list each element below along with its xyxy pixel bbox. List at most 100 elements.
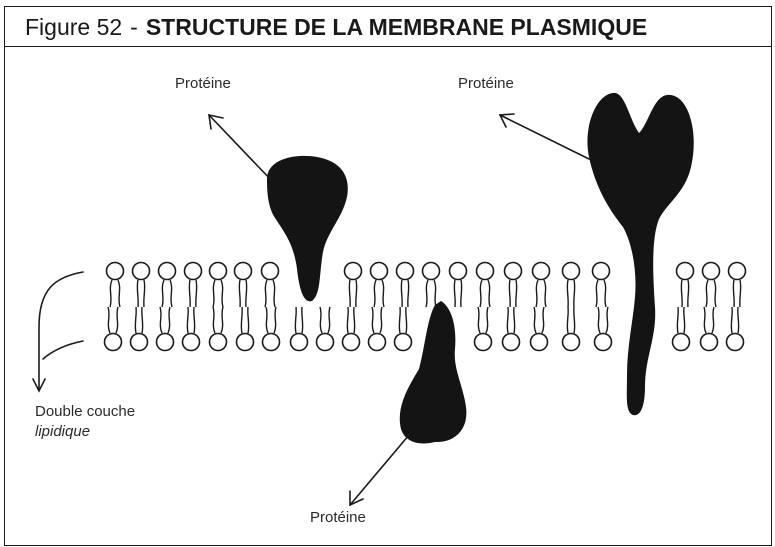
lipid-tail-outer bbox=[239, 280, 240, 307]
lipid-head-inner bbox=[595, 334, 612, 351]
lipid-head-inner bbox=[263, 334, 280, 351]
lipid-tail-outer bbox=[434, 280, 436, 307]
lipid-tail-inner bbox=[347, 307, 348, 333]
lipid-tail-outer bbox=[189, 280, 190, 307]
lipid-head-inner bbox=[157, 334, 174, 351]
lipid-head-outer bbox=[371, 263, 388, 280]
protein-top-left bbox=[267, 156, 348, 302]
membrane-diagram bbox=[5, 47, 771, 545]
lipid-head-inner bbox=[727, 334, 744, 351]
lipid-tail-outer bbox=[454, 280, 455, 307]
lipid-tail-inner bbox=[606, 307, 608, 333]
lipid-head-inner bbox=[673, 334, 690, 351]
lipid-tail-inner bbox=[598, 307, 600, 333]
lipid-tail-inner bbox=[108, 307, 110, 333]
lipid-tail-inner bbox=[168, 307, 170, 333]
lipid-tail-inner bbox=[135, 307, 136, 333]
lipid-head-inner bbox=[531, 334, 548, 351]
lipid-tail-outer bbox=[596, 280, 598, 307]
lipid-tail-outer bbox=[706, 280, 708, 307]
lipid-tail-inner bbox=[542, 307, 544, 333]
lipid-tail-outer bbox=[461, 280, 462, 307]
bracket-line bbox=[39, 272, 83, 389]
lipid-tail-inner bbox=[248, 307, 249, 333]
lipid-tail-outer bbox=[382, 280, 384, 307]
lipid-tail-outer bbox=[740, 280, 741, 307]
lipid-tail-outer bbox=[273, 280, 275, 307]
lipid-head-inner bbox=[563, 334, 580, 351]
lipid-tail-outer bbox=[110, 280, 112, 307]
lipid-tail-outer bbox=[480, 280, 482, 307]
lipid-tail-outer bbox=[574, 280, 575, 307]
lipid-head-outer bbox=[133, 263, 150, 280]
figure-title: STRUCTURE DE LA MEMBRANE PLASMIQUE bbox=[146, 14, 647, 40]
figure-title-bar: Figure 52-STRUCTURE DE LA MEMBRANE PLASM… bbox=[5, 7, 771, 47]
lipid-tail-inner bbox=[266, 307, 268, 333]
lipid-head-outer bbox=[703, 263, 720, 280]
lipid-tail-inner bbox=[712, 307, 714, 333]
lipid-tail-inner bbox=[328, 307, 330, 333]
lipid-tail-inner bbox=[213, 307, 215, 333]
lipid-tail-inner bbox=[478, 307, 480, 333]
lipid-tail-outer bbox=[681, 280, 682, 307]
protein-bottom bbox=[400, 301, 467, 443]
lipid-tail-outer bbox=[118, 280, 120, 307]
figure-number: Figure 52 bbox=[25, 14, 122, 40]
lipid-head-inner bbox=[210, 334, 227, 351]
lipid-tail-inner bbox=[534, 307, 536, 333]
label-protein-bottom: Protéine bbox=[310, 509, 366, 526]
lipid-head-outer bbox=[423, 263, 440, 280]
lipid-tail-inner bbox=[486, 307, 488, 333]
lipid-tail-outer bbox=[604, 280, 606, 307]
lipid-tail-outer bbox=[408, 280, 409, 307]
lipid-tail-outer bbox=[516, 280, 517, 307]
lipid-tail-outer bbox=[374, 280, 376, 307]
protein-transmembrane bbox=[587, 93, 693, 415]
lipid-tail-outer bbox=[733, 280, 734, 307]
lipid-head-inner bbox=[701, 334, 718, 351]
lipid-tail-outer bbox=[509, 280, 510, 307]
lipid-tail-outer bbox=[170, 280, 172, 307]
lipid-tail-inner bbox=[731, 307, 732, 333]
lipid-tail-inner bbox=[574, 307, 575, 333]
lipid-tail-inner bbox=[399, 307, 400, 333]
label-protein-left: Protéine bbox=[175, 75, 231, 92]
arrow-protein-left bbox=[209, 115, 273, 182]
lipid-tail-inner bbox=[116, 307, 118, 333]
lipid-head-outer bbox=[505, 263, 522, 280]
title-separator: - bbox=[130, 14, 138, 40]
lipid-tail-outer bbox=[349, 280, 350, 307]
lipid-head-outer bbox=[185, 263, 202, 280]
lipid-head-outer bbox=[593, 263, 610, 280]
lipid-head-outer bbox=[345, 263, 362, 280]
lipid-head-inner bbox=[105, 334, 122, 351]
lipid-tail-inner bbox=[320, 307, 322, 333]
lipid-head-outer bbox=[107, 263, 124, 280]
lipid-head-inner bbox=[237, 334, 254, 351]
lipid-tail-inner bbox=[704, 307, 706, 333]
lipid-tail-inner bbox=[142, 307, 143, 333]
lipid-tail-inner bbox=[354, 307, 355, 333]
lipid-head-outer bbox=[397, 263, 414, 280]
lipid-tail-outer bbox=[137, 280, 138, 307]
lipid-tail-outer bbox=[356, 280, 357, 307]
lipid-tail-outer bbox=[196, 280, 197, 307]
lipid-tail-outer bbox=[536, 280, 538, 307]
lipid-tail-outer bbox=[544, 280, 546, 307]
lipid-head-inner bbox=[291, 334, 308, 351]
lipid-head-outer bbox=[729, 263, 746, 280]
lipid-head-outer bbox=[210, 263, 227, 280]
lipid-tail-inner bbox=[738, 307, 739, 333]
lipid-head-outer bbox=[450, 263, 467, 280]
lipid-tail-inner bbox=[160, 307, 162, 333]
lipid-head-outer bbox=[262, 263, 279, 280]
lipid-tail-outer bbox=[567, 280, 568, 307]
lipid-tail-inner bbox=[241, 307, 242, 333]
lipid-head-outer bbox=[533, 263, 550, 280]
lipid-head-inner bbox=[395, 334, 412, 351]
figure-panel: Figure 52-STRUCTURE DE LA MEMBRANE PLASM… bbox=[4, 6, 772, 546]
lipid-head-inner bbox=[343, 334, 360, 351]
lipid-tail-inner bbox=[677, 307, 678, 333]
lipid-tail-inner bbox=[684, 307, 685, 333]
lipid-head-inner bbox=[183, 334, 200, 351]
